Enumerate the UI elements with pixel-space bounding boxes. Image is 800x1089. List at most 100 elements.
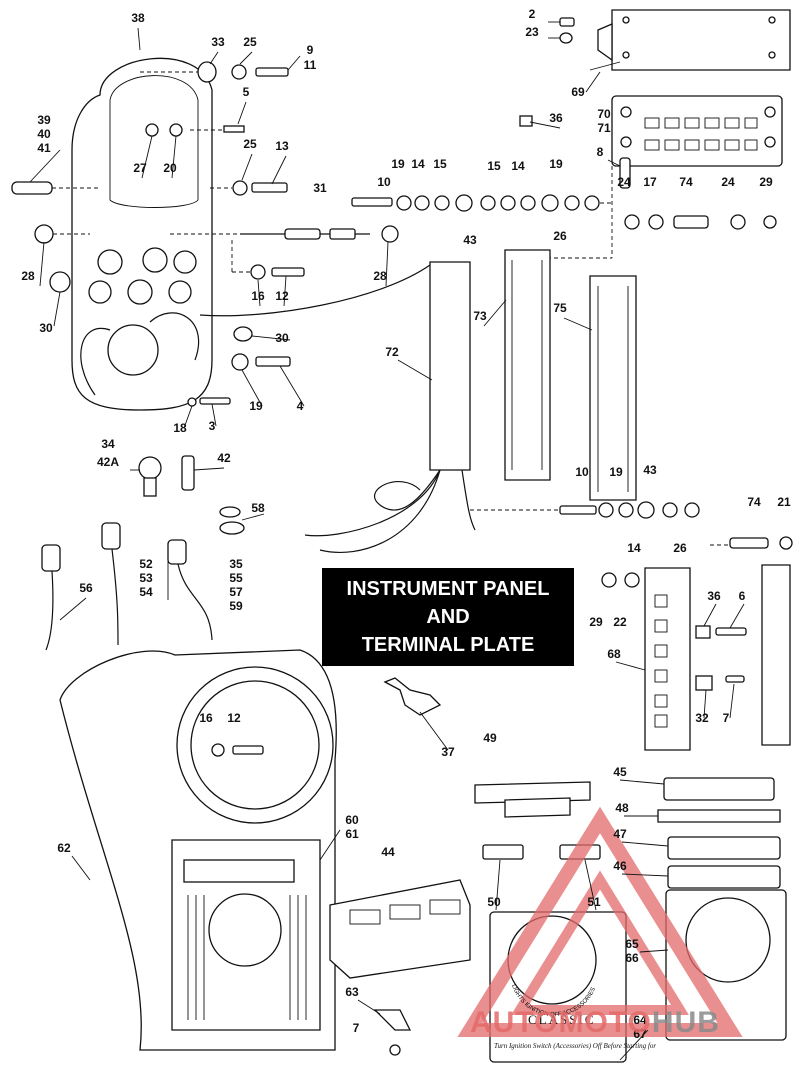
watermark-logo: [457, 806, 743, 1037]
watermark-part-1: AUTOMOTO: [470, 1006, 652, 1039]
callout-15a: 15: [433, 157, 447, 171]
leader-line: [584, 859, 597, 911]
callout-38: 38: [131, 11, 145, 25]
callout-51: 51: [587, 895, 601, 909]
callout-20: 20: [163, 161, 177, 175]
leader-line: [241, 153, 253, 181]
lower-stud-row: [470, 501, 793, 550]
leader-line: [237, 101, 247, 125]
callout-68: 68: [607, 647, 621, 661]
speedometer-cable: [170, 225, 399, 243]
callout-42: 42: [217, 451, 231, 465]
leader-line: [729, 683, 735, 719]
title-line-3: TERMINAL PLATE: [361, 634, 535, 656]
leader-line: [529, 121, 561, 129]
terminal-block: [519, 95, 783, 189]
stud-hardware-row: [351, 194, 612, 212]
instrument-panel-housing: [71, 57, 213, 411]
callout-41: 41: [37, 141, 51, 155]
callout-70: 70: [597, 107, 611, 121]
leader-line: [271, 155, 287, 185]
callout-10a: 10: [377, 175, 391, 189]
callout-27: 27: [133, 161, 147, 175]
leader-line: [563, 317, 593, 331]
callout-28b: 28: [373, 269, 387, 283]
callout-53: 53: [139, 571, 153, 585]
callout-19d: 19: [609, 465, 623, 479]
callout-23: 23: [525, 25, 539, 39]
callout-73: 73: [473, 309, 487, 323]
leader-line: [729, 603, 745, 629]
callout-72: 72: [385, 345, 399, 359]
callout-48: 48: [615, 801, 629, 815]
callout-24a: 24: [617, 175, 631, 189]
leader-line: [241, 369, 263, 407]
callout-33: 33: [211, 35, 225, 49]
callout-36b: 36: [707, 589, 721, 603]
leader-line: [703, 689, 707, 719]
callout-26a: 26: [553, 229, 567, 243]
callout-31: 31: [313, 181, 327, 195]
left-washers: [34, 224, 90, 293]
terminal-plate-assembly: [199, 249, 637, 553]
leader-line: [141, 135, 153, 179]
card-small-text: Turn Ignition Switch (Accessories) Off B…: [494, 1042, 657, 1050]
callout-64: 64: [633, 1013, 647, 1027]
callout-19c: 19: [249, 399, 263, 413]
callout-30b: 30: [275, 331, 289, 345]
callout-67: 67: [633, 1027, 647, 1041]
bracket-69: [559, 9, 791, 71]
callout-49: 49: [483, 731, 497, 745]
callout-34: 34: [101, 437, 115, 451]
leader-line: [357, 999, 381, 1015]
leader-line: [209, 51, 219, 65]
diagram-title: INSTRUMENT PANEL AND TERMINAL PLATE: [322, 568, 574, 666]
callout-37: 37: [441, 745, 455, 759]
leader-line: [183, 405, 193, 429]
leader-lines: [29, 21, 745, 1061]
leader-line: [171, 135, 177, 179]
callout-8: 8: [597, 145, 604, 159]
callout-43a: 43: [463, 233, 477, 247]
callout-26b: 26: [673, 541, 687, 555]
callout-11: 11: [304, 58, 317, 72]
card-brand-text: CLASSIC: [528, 1012, 596, 1027]
title-line-1: INSTRUMENT PANEL: [346, 578, 550, 600]
leader-line: [319, 829, 341, 861]
leader-line: [639, 949, 669, 953]
callout-17: 17: [643, 175, 657, 189]
leader-line: [53, 291, 61, 327]
callout-55: 55: [229, 571, 243, 585]
callout-14c: 14: [627, 541, 641, 555]
callout-69: 69: [571, 85, 585, 99]
callout-75: 75: [553, 301, 567, 315]
callout-39: 39: [37, 113, 51, 127]
leader-line: [385, 241, 389, 287]
callout-30a: 30: [39, 321, 53, 335]
callout-71: 71: [597, 121, 611, 135]
callout-18: 18: [173, 421, 187, 435]
callout-12a: 12: [275, 289, 289, 303]
callout-28a: 28: [21, 269, 35, 283]
callout-43b: 43: [643, 463, 657, 477]
callout-29b: 29: [589, 615, 603, 629]
callout-7a: 7: [723, 711, 730, 725]
dash-housing: [59, 649, 337, 1051]
watermark-text: AUTOMOTOHUB: [470, 1006, 720, 1040]
callout-10b: 10: [575, 465, 589, 479]
right-stud-row: [540, 166, 777, 259]
leader-line: [257, 279, 261, 307]
leader-line: [703, 603, 717, 627]
watermark-part-2: HUB: [651, 1006, 720, 1039]
callout-63: 63: [345, 985, 359, 999]
leader-line: [59, 597, 87, 621]
callout-25a: 25: [243, 35, 257, 49]
callout-7b: 7: [353, 1021, 360, 1035]
leader-line: [137, 27, 141, 51]
callout-13: 13: [275, 139, 289, 153]
leader-line: [241, 513, 265, 521]
callout-14b: 14: [511, 159, 525, 173]
callout-19a: 19: [391, 157, 405, 171]
callout-9: 9: [307, 43, 314, 57]
